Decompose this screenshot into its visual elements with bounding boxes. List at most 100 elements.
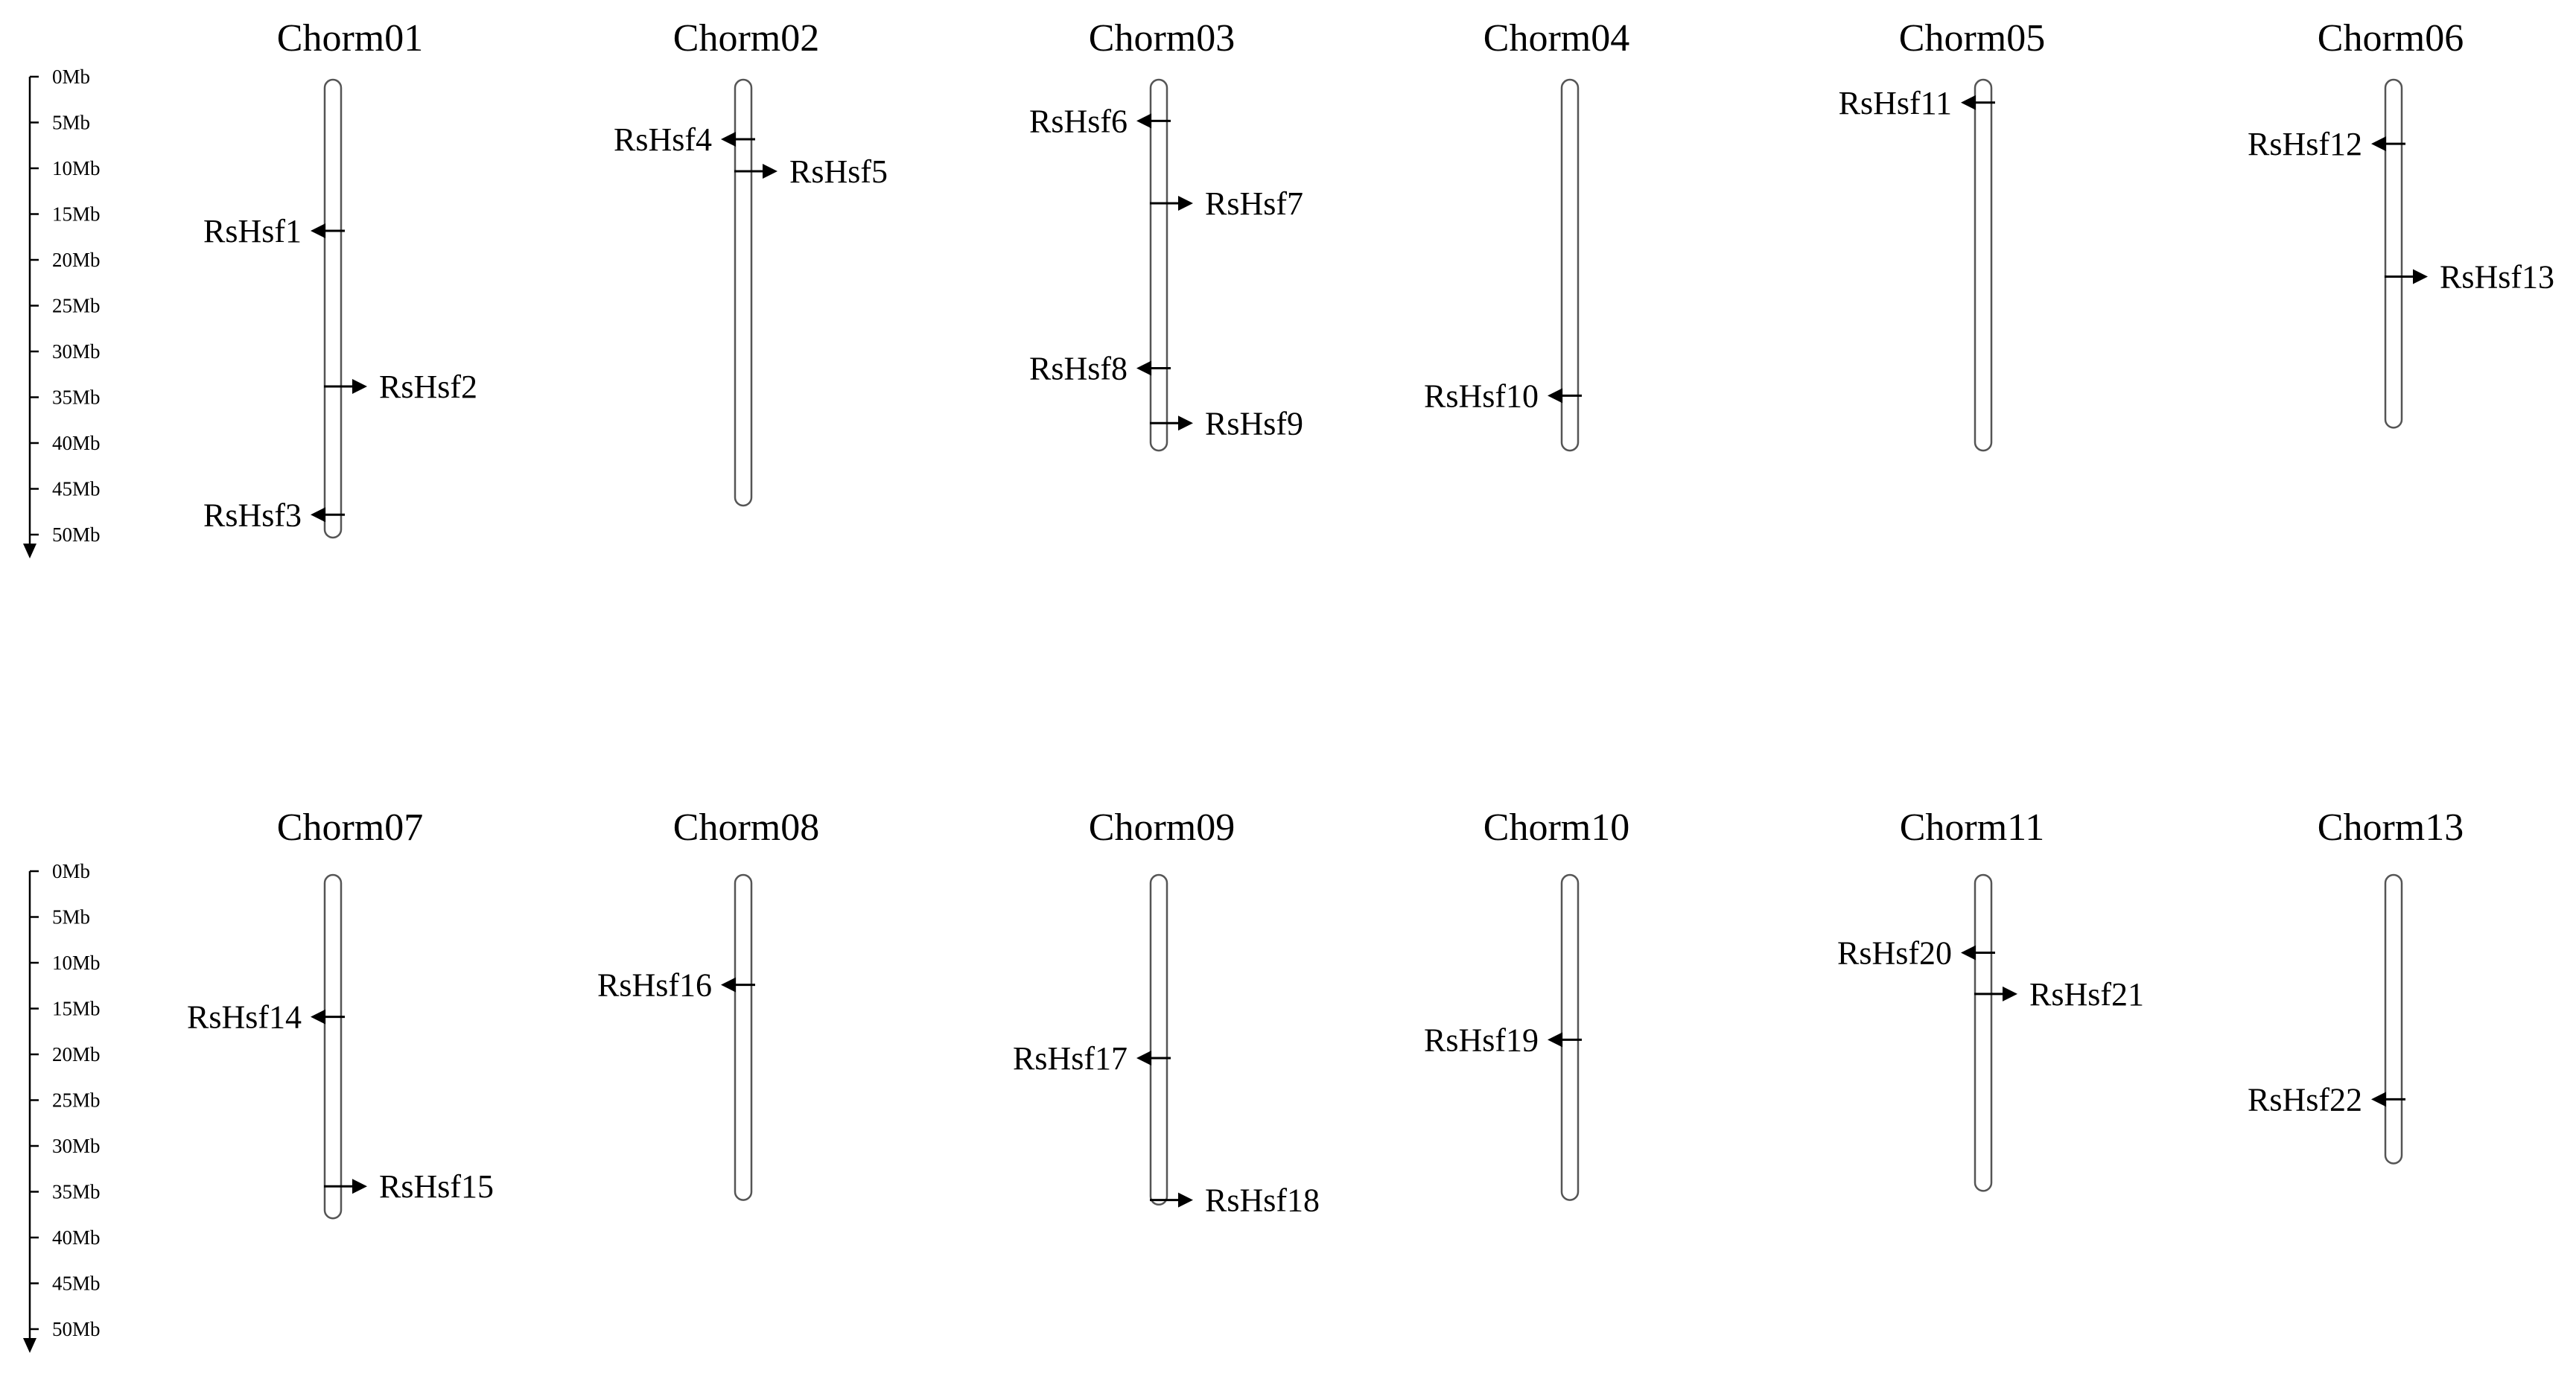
gene-marker-rshsf22: RsHsf22 [2248, 1081, 2405, 1118]
chromosome-bar [1560, 873, 1580, 1201]
gene-label: RsHsf14 [187, 999, 302, 1036]
chromosome-title: Chorm05 [1899, 17, 2045, 60]
arrow-right-icon [1178, 415, 1193, 431]
scale-arrow-icon [23, 1338, 36, 1353]
gene-marker-rshsf16: RsHsf16 [597, 967, 755, 1004]
chromosome-title: Chorm10 [1483, 806, 1629, 849]
gene-label: RsHsf7 [1205, 185, 1303, 222]
gene-marker-rshsf18: RsHsf18 [1150, 1182, 1320, 1219]
gene-marker-rshsf15: RsHsf15 [324, 1168, 494, 1205]
gene-marker-rshsf3: RsHsf3 [203, 497, 345, 533]
gene-marker-rshsf1: RsHsf1 [203, 213, 345, 249]
gene-marker-rshsf10: RsHsf10 [1424, 378, 1582, 414]
scale-tick-label: 0Mb [52, 66, 90, 88]
scale-bar: 0Mb5Mb10Mb15Mb20Mb25Mb30Mb35Mb40Mb45Mb50… [23, 66, 101, 558]
chromosome-bar [1974, 873, 1993, 1192]
scale-tick-label: 40Mb [52, 432, 101, 454]
scale-tick-label: 50Mb [52, 1318, 101, 1340]
gene-label: RsHsf1 [203, 213, 302, 249]
chromosome-bar [1974, 78, 1993, 452]
chromosome-bar [734, 873, 753, 1201]
gene-label: RsHsf18 [1205, 1182, 1320, 1219]
arrow-left-icon [1961, 945, 1976, 961]
gene-marker-rshsf17: RsHsf17 [1013, 1040, 1171, 1077]
chromosome-bar [2384, 873, 2403, 1165]
scale-tick-label: 25Mb [52, 295, 101, 317]
arrow-left-icon [1136, 113, 1151, 129]
gene-label: RsHsf5 [789, 153, 888, 190]
scale-bar: 0Mb5Mb10Mb15Mb20Mb25Mb30Mb35Mb40Mb45Mb50… [23, 860, 101, 1353]
arrow-left-icon [1136, 1051, 1151, 1066]
gene-marker-rshsf14: RsHsf14 [187, 999, 345, 1036]
chromosome-bar [734, 78, 753, 507]
chromosome-title: Chorm11 [1900, 806, 2045, 849]
chromosome-title: Chorm01 [277, 17, 423, 60]
chromosome-bar [323, 78, 343, 539]
gene-marker-rshsf9: RsHsf9 [1150, 405, 1303, 442]
gene-marker-rshsf6: RsHsf6 [1029, 103, 1171, 139]
scale-tick-label: 45Mb [52, 478, 101, 500]
gene-marker-rshsf19: RsHsf19 [1424, 1022, 1582, 1058]
gene-marker-rshsf4: RsHsf4 [614, 121, 755, 158]
arrow-left-icon [1548, 388, 1562, 404]
arrow-left-icon [2371, 1092, 2386, 1107]
panel-2: 0Mb5Mb10Mb15Mb20Mb25Mb30Mb35Mb40Mb45Mb50… [23, 806, 2464, 1353]
arrow-right-icon [1178, 196, 1193, 211]
gene-label: RsHsf19 [1424, 1022, 1539, 1058]
scale-tick-label: 5Mb [52, 112, 90, 134]
gene-label: RsHsf21 [2029, 976, 2144, 1013]
chromosome-title: Chorm04 [1483, 17, 1629, 60]
gene-label: RsHsf9 [1205, 405, 1303, 442]
gene-label: RsHsf10 [1424, 378, 1539, 414]
arrow-left-icon [311, 223, 325, 238]
arrow-right-icon [352, 1179, 367, 1194]
scale-tick-label: 20Mb [52, 249, 101, 271]
scale-tick-label: 5Mb [52, 906, 90, 929]
scale-tick-label: 10Mb [52, 952, 101, 974]
arrow-left-icon [721, 131, 736, 147]
panel-1: 0Mb5Mb10Mb15Mb20Mb25Mb30Mb35Mb40Mb45Mb50… [23, 17, 2554, 558]
scale-tick-label: 20Mb [52, 1043, 101, 1066]
gene-marker-rshsf2: RsHsf2 [324, 369, 477, 405]
gene-marker-rshsf11: RsHsf11 [1839, 85, 1995, 121]
chromosome-title: Chorm08 [673, 806, 819, 849]
gene-marker-rshsf7: RsHsf7 [1150, 185, 1303, 222]
gene-marker-rshsf8: RsHsf8 [1029, 350, 1171, 386]
scale-tick-label: 10Mb [52, 157, 101, 179]
chromosome-title: Chorm09 [1089, 806, 1235, 849]
scale-tick-label: 30Mb [52, 1135, 101, 1157]
arrow-left-icon [1136, 360, 1151, 376]
chromosome-bar [1149, 873, 1168, 1206]
arrow-right-icon [2413, 269, 2428, 284]
arrow-left-icon [311, 1009, 325, 1025]
gene-marker-rshsf21: RsHsf21 [1974, 976, 2144, 1013]
gene-label: RsHsf2 [379, 369, 477, 405]
gene-label: RsHsf11 [1839, 85, 1952, 121]
gene-label: RsHsf16 [597, 967, 712, 1004]
scale-tick-label: 50Mb [52, 523, 101, 546]
gene-label: RsHsf4 [614, 121, 712, 158]
scale-tick-label: 15Mb [52, 203, 101, 226]
scale-tick-label: 25Mb [52, 1089, 101, 1112]
gene-marker-rshsf12: RsHsf12 [2248, 126, 2405, 162]
arrow-left-icon [2371, 136, 2386, 152]
gene-label: RsHsf12 [2248, 126, 2362, 162]
scale-tick-label: 30Mb [52, 340, 101, 363]
chromosome-title: Chorm07 [277, 806, 423, 849]
gene-label: RsHsf20 [1837, 935, 1952, 972]
scale-tick-label: 35Mb [52, 1181, 101, 1203]
chromosome-bar [323, 873, 343, 1220]
gene-label: RsHsf17 [1013, 1040, 1128, 1077]
gene-label: RsHsf8 [1029, 350, 1128, 386]
